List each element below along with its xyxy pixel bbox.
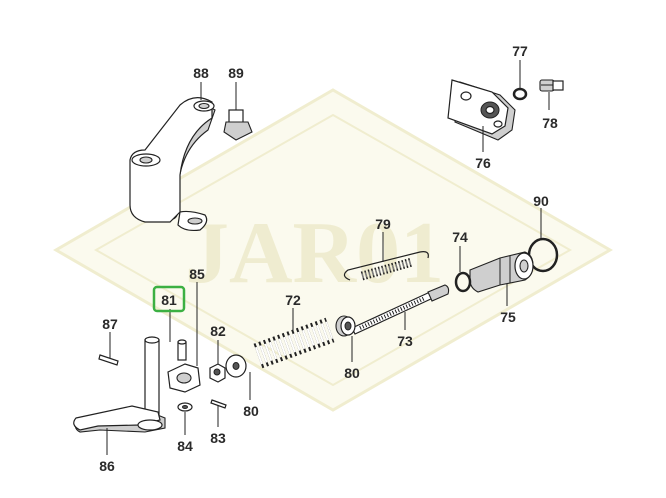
part-85-lever-block[interactable] bbox=[167, 363, 201, 393]
label-88[interactable]: 88 bbox=[193, 65, 209, 81]
label-90[interactable]: 90 bbox=[533, 193, 549, 209]
label-75[interactable]: 75 bbox=[500, 309, 516, 325]
watermark: JAR01 bbox=[53, 88, 613, 412]
leader-lines bbox=[106, 60, 550, 455]
part-labels: 88 89 77 78 76 90 79 74 75 85 81 87 82 7… bbox=[99, 43, 558, 474]
part-87-pin[interactable] bbox=[98, 354, 119, 366]
part-80-spring-seat-upper[interactable] bbox=[335, 315, 356, 337]
part-79-tension-spring[interactable] bbox=[343, 251, 429, 281]
part-77-washer[interactable] bbox=[512, 87, 528, 101]
label-79[interactable]: 79 bbox=[375, 216, 391, 232]
label-82[interactable]: 82 bbox=[210, 323, 226, 339]
label-81[interactable]: 81 bbox=[161, 292, 177, 308]
part-80-washer-lower[interactable] bbox=[225, 354, 247, 378]
part-75-sleeve[interactable] bbox=[469, 251, 534, 293]
part-74-ring[interactable] bbox=[454, 271, 472, 293]
part-73-rod[interactable] bbox=[351, 284, 450, 335]
label-85[interactable]: 85 bbox=[189, 266, 205, 282]
label-80-upper[interactable]: 80 bbox=[344, 365, 360, 381]
label-77[interactable]: 77 bbox=[512, 43, 528, 59]
part-83-small-pin[interactable] bbox=[210, 399, 227, 409]
label-87[interactable]: 87 bbox=[102, 316, 118, 332]
part-82-nut[interactable] bbox=[209, 363, 226, 383]
part-86-shaft-lever[interactable] bbox=[73, 336, 166, 433]
part-78-bolt[interactable] bbox=[539, 79, 564, 92]
part-81-pin[interactable] bbox=[177, 339, 187, 361]
label-89[interactable]: 89 bbox=[228, 65, 244, 81]
label-83[interactable]: 83 bbox=[210, 430, 226, 446]
label-86[interactable]: 86 bbox=[99, 458, 115, 474]
label-74[interactable]: 74 bbox=[452, 229, 468, 245]
part-89-shift-pin[interactable] bbox=[223, 109, 253, 141]
label-72[interactable]: 72 bbox=[285, 292, 301, 308]
label-84[interactable]: 84 bbox=[177, 438, 193, 454]
part-88-shift-fork[interactable] bbox=[129, 97, 216, 232]
label-78[interactable]: 78 bbox=[542, 115, 558, 131]
part-76-cover-plate[interactable] bbox=[447, 79, 516, 141]
label-73[interactable]: 73 bbox=[397, 333, 413, 349]
label-80-lower[interactable]: 80 bbox=[243, 403, 259, 419]
part-84-washer[interactable] bbox=[177, 402, 193, 412]
watermark-text: JAR01 bbox=[185, 205, 444, 302]
label-76[interactable]: 76 bbox=[475, 155, 491, 171]
highlight-box-81 bbox=[152, 285, 186, 313]
